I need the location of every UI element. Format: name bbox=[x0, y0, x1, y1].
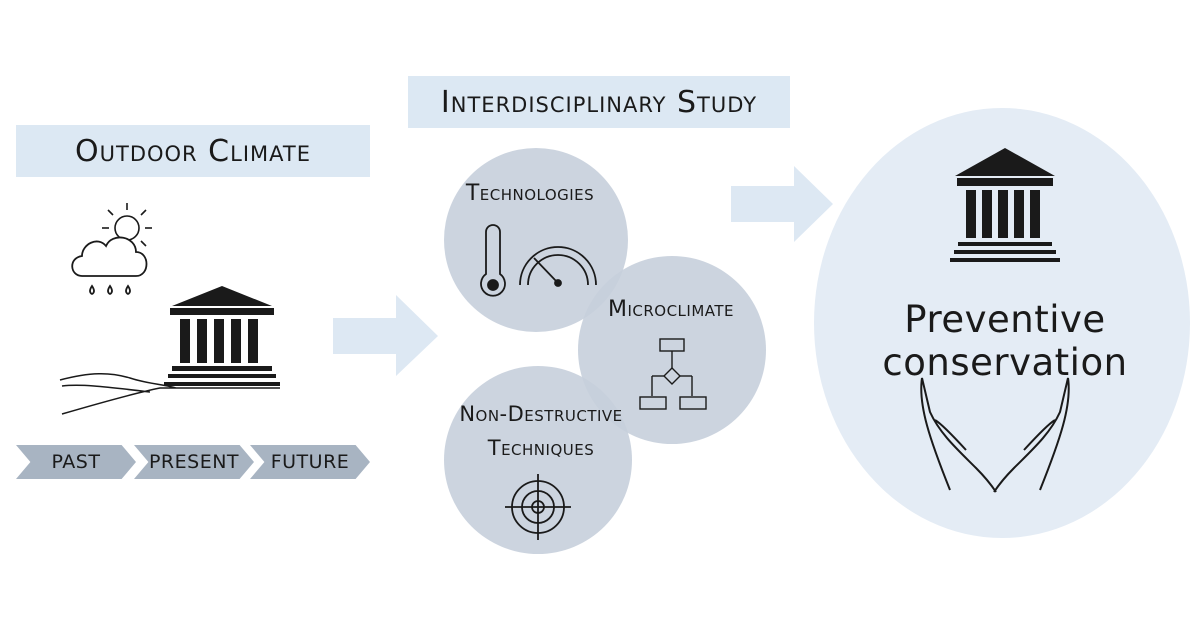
flowchart-icon bbox=[639, 338, 707, 410]
target-icon bbox=[505, 474, 571, 540]
preventive-conservation-label: Preventive conservation bbox=[882, 298, 1128, 384]
technologies-label: Technologies bbox=[465, 181, 595, 206]
microclimate-label: Microclimate bbox=[607, 297, 735, 322]
cloud-rain-icon bbox=[71, 236, 148, 296]
timeline-present: PRESENT bbox=[134, 445, 254, 479]
arrow-right-icon bbox=[333, 295, 438, 376]
preventive-conservation-ellipse bbox=[814, 108, 1190, 538]
microclimate-circle bbox=[578, 256, 766, 444]
interdisciplinary-study-title: Interdisciplinary Study bbox=[408, 76, 790, 128]
timeline-past-label: PAST bbox=[51, 451, 101, 473]
museum-icon-large bbox=[950, 148, 1060, 262]
timeline-present-label: PRESENT bbox=[148, 451, 240, 473]
ndt-label: Non-Destructive Techniques bbox=[446, 397, 636, 465]
outdoor-climate-title: Outdoor Climate bbox=[16, 125, 370, 177]
thermometer-icon bbox=[480, 224, 506, 297]
hands-icon bbox=[920, 377, 1070, 493]
arrow-right-icon-2 bbox=[731, 166, 833, 242]
museum-icon bbox=[164, 286, 280, 386]
gauge-icon bbox=[519, 246, 597, 287]
outdoor-climate-label: Outdoor Climate bbox=[75, 133, 311, 169]
timeline-future-label: FUTURE bbox=[270, 451, 350, 473]
ndt-label-line2: Techniques bbox=[487, 436, 595, 460]
timeline-past: PAST bbox=[16, 445, 136, 479]
land-icon bbox=[59, 372, 280, 415]
interdisciplinary-study-label: Interdisciplinary Study bbox=[440, 84, 758, 120]
timeline-future: FUTURE bbox=[250, 445, 370, 479]
ndt-circle bbox=[444, 366, 632, 554]
ndt-label-line1: Non-Destructive bbox=[459, 402, 623, 426]
